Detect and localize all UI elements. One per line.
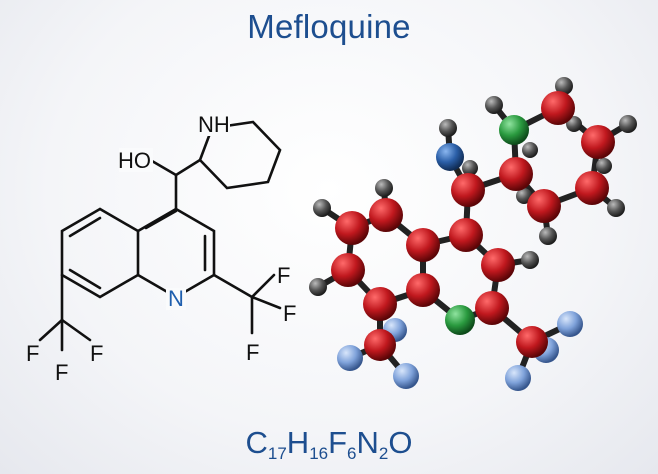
carbon-atom — [449, 218, 483, 252]
f-label: F — [246, 340, 259, 365]
carbon-atom — [451, 173, 485, 207]
pyridine-ring — [136, 207, 216, 299]
formula-element: N — [356, 425, 379, 460]
fluorine-atom — [505, 365, 531, 391]
formula-element: O — [388, 425, 413, 460]
formula-subscript: 2 — [378, 444, 389, 463]
molecular-formula: C17H16F6N2O — [0, 425, 658, 464]
hydrogen-atom — [596, 158, 612, 174]
benzo-ring — [60, 207, 140, 299]
carbon-atom — [331, 253, 365, 287]
ball-and-stick-model — [309, 77, 637, 391]
nitrogen-atom — [445, 305, 475, 335]
skeletal-formula: NH HO N F F F F F F — [26, 112, 296, 385]
hydrogen-atom — [309, 278, 327, 296]
ho-label: HO — [118, 148, 151, 173]
hydrogen-atom — [439, 119, 457, 137]
carbon-atom — [406, 273, 440, 307]
hydrogen-atom — [485, 96, 503, 114]
hydrogen-atom — [607, 199, 625, 217]
formula-subscript: 17 — [267, 444, 287, 463]
hydrogen-atom — [539, 227, 557, 245]
carbon-atom — [406, 228, 440, 262]
f-label: F — [277, 263, 290, 288]
f-label: F — [283, 301, 296, 326]
f-label: F — [90, 341, 103, 366]
ring-n-label: N — [168, 286, 184, 311]
hydrogen-atom — [521, 251, 539, 269]
carbon-atom — [541, 91, 575, 125]
carbon-atom — [363, 287, 397, 321]
fluorine-atom — [393, 363, 419, 389]
hydrogen-atom — [375, 179, 393, 197]
f-label: F — [26, 341, 39, 366]
formula-subscript: 16 — [309, 444, 329, 463]
nh-label: NH — [198, 112, 230, 137]
fluorine-atom — [557, 311, 583, 337]
hydrogen-atom — [516, 188, 532, 204]
hydrogen-atom — [313, 199, 331, 217]
nitrogen-atom — [499, 115, 529, 145]
hydrogen-atom — [555, 77, 573, 95]
carbon-atom — [369, 198, 403, 232]
formula-element: H — [286, 425, 310, 460]
formula-element: C — [245, 425, 268, 460]
carbon-atom — [499, 157, 533, 191]
carbon-atom — [516, 326, 548, 358]
carbon-atom — [335, 211, 369, 245]
molecule-title: Mefloquine — [247, 8, 411, 45]
hydrogen-atom — [619, 115, 637, 133]
carbon-atom — [575, 171, 609, 205]
carbon-atom — [364, 329, 396, 361]
f-label: F — [55, 360, 68, 385]
carbon-atom — [475, 291, 509, 325]
formula-element: F — [328, 425, 348, 460]
oxygen-atom — [436, 143, 464, 171]
carbon-atom — [481, 248, 515, 282]
formula-subscript: 6 — [347, 444, 357, 463]
fluorine-atom — [337, 345, 363, 371]
carbon-atom — [581, 125, 615, 159]
carbon-atom — [527, 189, 561, 223]
hydrogen-atom — [522, 142, 538, 158]
hydrogen-atom — [462, 160, 478, 176]
